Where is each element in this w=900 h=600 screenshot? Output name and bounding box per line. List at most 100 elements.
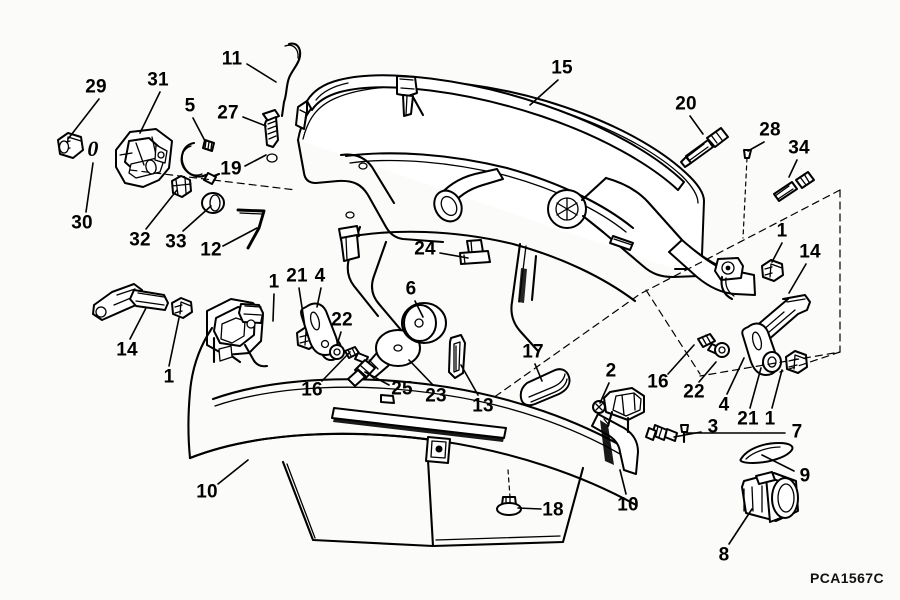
assembly-guide-lines [129,169,841,399]
part-12-bent-rod [236,208,266,250]
callout-12-label: 12 [200,239,222,261]
leader-line-33 [182,205,212,232]
leader-line-10 [619,469,627,495]
callout-2-label: 2 [605,360,617,382]
leader-line-11 [246,63,277,83]
callout-4-label: 4 [314,265,326,287]
callout-0-o-ring-marker: 0 [87,136,99,161]
part-23-washer-large [375,329,421,367]
leader-line-29 [67,98,100,140]
callout-33-label: 33 [165,231,187,253]
leader-line-19 [244,154,267,167]
part-29-nut [57,132,84,159]
part-17-rubber-pad [519,368,571,407]
leader-line-32 [145,189,178,230]
leader-line-28 [747,141,765,152]
leader-line-6 [414,300,424,318]
callout-13-label: 13 [472,395,494,417]
leader-line-22 [336,331,342,346]
part-14-handle-left [92,283,169,321]
part-33-grommet [201,192,225,214]
callout-10-label: 10 [196,481,218,503]
callout-21-label: 21 [286,265,308,287]
leader-line-17 [534,363,543,382]
part-4-plate-left [300,302,339,356]
part-22-washer-right [714,342,730,358]
leader-line-34 [788,159,798,178]
leader-line-13 [460,364,479,396]
leader-line-23 [408,359,434,386]
leader-line-16 [667,344,695,375]
callout-1-label: 1 [268,271,280,293]
cowl-hinge-boss-right [547,176,608,234]
callout-5-label: 5 [184,95,196,117]
part-22-washer-left [329,344,345,360]
callout-29-label: 29 [85,76,107,98]
part-13-clip [448,334,466,379]
callout-8-label: 8 [718,544,730,566]
leader-line-12 [222,227,258,247]
callout-9-label: 9 [799,465,811,487]
callout-20-label: 20 [675,93,697,115]
part-18-plug [496,469,522,516]
part-3-bolt [645,424,678,442]
callout-6-label: 6 [405,278,417,300]
leader-line-15 [529,79,559,106]
callout-14-label: 14 [116,339,138,361]
part-24-clip [459,239,491,265]
part-34-bolt [773,171,815,202]
callout-21-label: 21 [737,408,759,430]
diagram-reference-code: PCA1567C [809,570,884,586]
part-8-bushing [741,471,799,523]
callout-34-label: 34 [788,137,810,159]
callout-4-label: 4 [718,394,730,416]
callout-28-label: 28 [759,119,781,141]
part-2-rivet [592,400,606,414]
part-15-upper-cowl [295,74,756,353]
leader-line-1 [168,317,180,367]
callout-17-label: 17 [522,341,544,363]
leader-line-25 [364,371,390,386]
callout-27-label: 27 [217,102,239,124]
callout-24-label: 24 [414,238,436,260]
callout-16-label: 16 [301,379,323,401]
part-11-rod [280,42,302,118]
part-1-nut-left [171,297,193,319]
leader-line-16 [321,351,351,382]
callout-7-label: 7 [791,421,803,443]
leader-line-30 [85,162,94,213]
callout-16-label: 16 [647,371,669,393]
cowl-latch-bracket-right [714,257,744,301]
part-6-grommet-large [401,302,447,344]
callout-22-label: 22 [683,381,705,403]
callout-3-label: 3 [707,416,719,438]
leader-line-4 [726,357,745,395]
leader-line-14 [129,307,147,340]
leader-line-9 [761,454,795,472]
callout-1-label: 1 [764,408,776,430]
callout-1-label: 1 [163,366,175,388]
cowl-air-intake-tube [433,168,504,223]
callout-22-label: 22 [331,309,353,331]
callout-10-label: 10 [617,494,639,516]
callout-32-label: 32 [129,229,151,251]
part-20-bolt [680,127,729,168]
part-9-seal [739,442,794,464]
part-1-nut-right [761,259,784,282]
callout-31-label: 31 [147,69,169,91]
part-5-hose-clamp [180,139,221,185]
leader-line-1 [771,369,783,409]
callout-1-label: 1 [776,220,788,242]
callout-11-label: 11 [221,48,243,70]
leader-line-14 [788,263,807,294]
part-7-pin [680,424,689,444]
callout-30-label: 30 [71,212,93,234]
callout-19-label: 19 [220,158,242,180]
leader-line-27 [242,116,267,127]
leader-line-10 [217,459,249,485]
leader-line-31 [139,91,161,134]
part-10-lower-cowl [187,298,645,548]
